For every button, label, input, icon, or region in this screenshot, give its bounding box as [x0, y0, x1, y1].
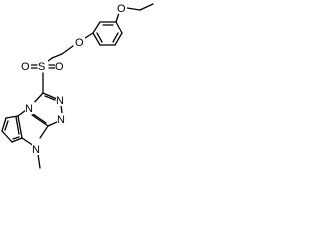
sulfur-atom: S	[38, 61, 45, 73]
oxygen-atom: O	[75, 37, 84, 49]
atom-labels: O O O S O N N N N	[21, 2, 127, 156]
bond	[11, 137, 23, 143]
bond	[126, 7, 141, 11]
bond	[31, 114, 49, 127]
bond	[92, 32, 101, 46]
nitrogen-atom: N	[57, 114, 65, 126]
nitrogen-atom: N	[32, 144, 40, 156]
oxygen-atom: O	[117, 3, 126, 15]
bond	[115, 21, 123, 34]
bond	[60, 104, 63, 114]
bond	[92, 21, 101, 34]
bond	[44, 95, 56, 101]
oxygen-atom: O	[21, 61, 30, 73]
bond	[42, 92, 58, 100]
bond	[139, 3, 154, 11]
bond	[37, 153, 41, 169]
bond	[1, 130, 13, 143]
bond	[15, 116, 20, 135]
bond	[96, 32, 103, 43]
bond	[17, 109, 27, 117]
molecule-structure: O O O S O N N N N	[1, 2, 154, 169]
bond	[115, 12, 120, 23]
bond	[47, 121, 58, 127]
nitrogen-atom: N	[25, 103, 33, 115]
bond-lines	[1, 3, 154, 169]
bond	[61, 45, 74, 55]
bond	[4, 120, 9, 131]
bond	[5, 115, 19, 119]
bond	[47, 57, 53, 62]
bond	[1, 117, 7, 132]
oxygen-atom: O	[55, 61, 64, 73]
bond	[51, 53, 63, 59]
bond	[17, 115, 23, 139]
bond	[114, 32, 123, 46]
bond	[84, 32, 94, 39]
bond	[112, 32, 119, 43]
bond	[39, 125, 49, 139]
bond	[32, 113, 47, 124]
nitrogen-atom: N	[56, 95, 64, 107]
bond	[12, 136, 20, 140]
